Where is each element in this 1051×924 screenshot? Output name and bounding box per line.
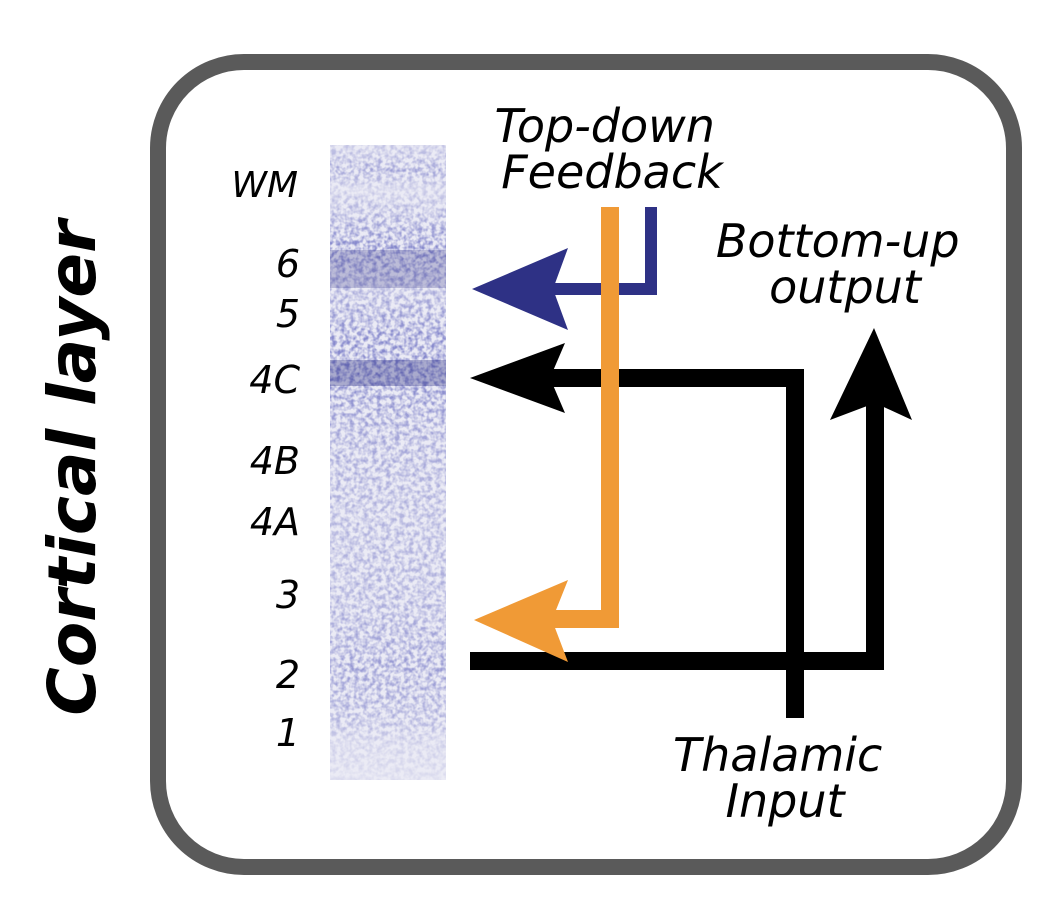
layer-label-1: 1 bbox=[276, 711, 300, 755]
thalamic-input-pathway bbox=[470, 343, 804, 718]
bottom-up-output-label: Bottom-up output bbox=[716, 214, 974, 314]
thalamic-label-line-2: Input bbox=[725, 774, 846, 828]
layer-label-4b: 4B bbox=[250, 439, 300, 483]
top-down-label-line-1: Top-down bbox=[494, 99, 714, 153]
bottom-up-output-pathway bbox=[470, 328, 912, 670]
feedback-branch-line bbox=[552, 207, 619, 628]
layer-label-6: 6 bbox=[276, 242, 300, 286]
bottom-up-output-line bbox=[470, 398, 884, 670]
top-down-label-line-2: Feedback bbox=[501, 145, 725, 199]
layer-label-5: 5 bbox=[276, 292, 300, 336]
thalamic-label-line-1: Thalamic bbox=[673, 728, 882, 782]
y-axis-title: Cortical layer bbox=[34, 217, 111, 716]
bottom-up-label-line-1: Bottom-up bbox=[716, 214, 960, 268]
top-down-feedback-arrowhead bbox=[472, 248, 568, 330]
top-down-feedback-pathway bbox=[472, 207, 657, 330]
nissl-stain-column bbox=[330, 145, 446, 780]
top-down-feedback-label: Top-down Feedback bbox=[494, 99, 729, 199]
bottom-up-output-arrowhead bbox=[830, 328, 912, 420]
thalamic-input-line bbox=[548, 369, 804, 718]
bottom-up-label-line-2: output bbox=[769, 260, 923, 314]
layer-label-3: 3 bbox=[276, 573, 300, 617]
feedback-branch-arrowhead bbox=[474, 580, 568, 662]
layer-label-wm: WM bbox=[231, 165, 298, 206]
layer-6-band bbox=[330, 250, 446, 288]
layer-4c-band bbox=[330, 360, 446, 386]
top-down-feedback-line bbox=[546, 207, 657, 295]
thalamic-input-arrowhead bbox=[470, 343, 565, 413]
layer-label-4a: 4A bbox=[250, 500, 300, 544]
layer-label-4c: 4C bbox=[249, 358, 300, 402]
layer-labels: WM 6 5 4C 4B 4A 3 2 1 bbox=[231, 165, 300, 755]
layer-label-2: 2 bbox=[276, 653, 300, 697]
thalamic-input-label: Thalamic Input bbox=[673, 728, 897, 828]
feedback-branch-pathway bbox=[474, 207, 619, 662]
